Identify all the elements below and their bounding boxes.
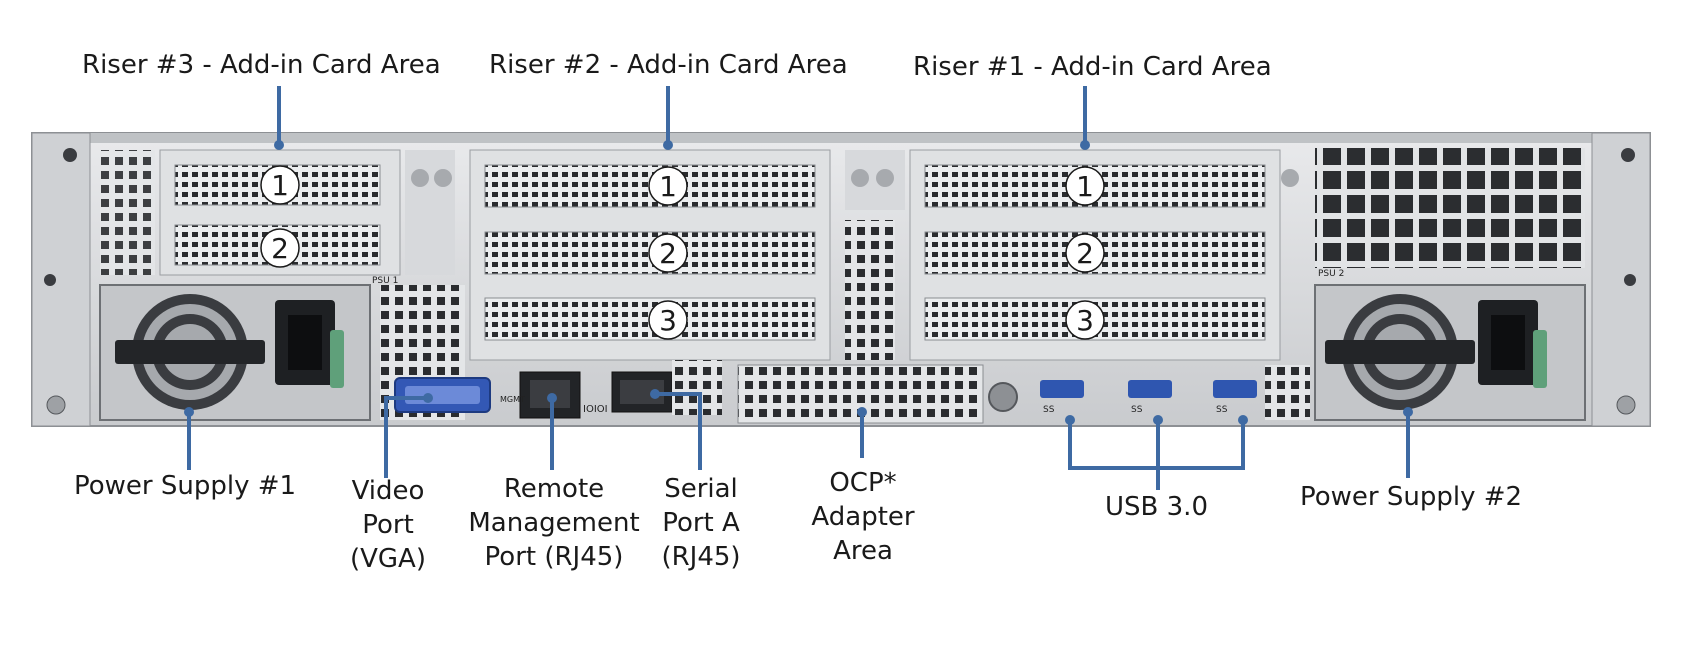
serial-port-a-label: Serial Port A (RJ45) (648, 472, 754, 574)
power-supply-2-unit: PSU 2 (1314, 269, 1586, 421)
serial-label-line-1: Serial (664, 474, 738, 504)
mgmt-mark: MGMT (500, 395, 525, 404)
serial-label-line-2: Port A (662, 508, 740, 538)
serial-label-line-3: (RJ45) (661, 542, 741, 572)
ocp-label-line-1: OCP* (829, 468, 897, 498)
riser-2-slot-2: 2 (659, 237, 677, 270)
rmm-label-line-3: Port (RJ45) (484, 542, 624, 572)
riser-2-slot-1: 1 (659, 170, 677, 203)
slot-markers: 1 2 1 2 3 1 2 3 (260, 165, 1105, 340)
riser-2-slot-3: 3 (659, 304, 677, 337)
riser-3-slot-2: 2 (271, 232, 289, 265)
psu-2-mark: PSU 2 (1318, 269, 1344, 279)
psu-2-grill (1315, 148, 1585, 268)
riser-1-slot-1: 1 (1076, 170, 1094, 203)
serial-glyph: IOIOI (583, 404, 608, 415)
video-port-label-line-1: Video (351, 476, 425, 506)
usb-ss-mark-3: SS (1216, 405, 1228, 415)
riser-1-slot-3: 3 (1076, 304, 1094, 337)
usb-ss-mark-2: SS (1131, 405, 1143, 415)
rmm-label-line-2: Management (468, 508, 640, 538)
riser-1-slot-2: 2 (1076, 237, 1094, 270)
usb-port-3 (1213, 380, 1257, 398)
power-supply-2-label: Power Supply #2 (1300, 482, 1523, 512)
usb-port-1 (1040, 380, 1084, 398)
video-port-label: Video Port (VGA) (340, 474, 436, 576)
remote-management-port-label: Remote Management Port (RJ45) (466, 472, 642, 574)
video-port-label-line-3: (VGA) (349, 544, 426, 574)
io-panel: MGMT IOIOI SS SS SS (380, 285, 1310, 424)
rmm-label-line-1: Remote (503, 474, 605, 504)
riser-3-label: Riser #3 - Add-in Card Area (82, 50, 441, 80)
usb-port-2 (1128, 380, 1172, 398)
video-port-label-line-2: Port (362, 510, 414, 540)
callout-lines (184, 86, 1413, 490)
psu-1-mark: PSU 1 (372, 276, 398, 286)
riser-3-slot-1: 1 (271, 169, 289, 202)
ocp-adapter-area-label: OCP* Adapter Area (808, 466, 918, 568)
riser-2-label: Riser #2 - Add-in Card Area (489, 50, 848, 80)
ocp-label-line-3: Area (833, 536, 893, 566)
power-supply-1-unit: PSU 1 (99, 276, 398, 421)
usb-ss-mark-1: SS (1043, 405, 1055, 415)
power-supply-1-label: Power Supply #1 (74, 471, 297, 501)
riser-1-label: Riser #1 - Add-in Card Area (913, 52, 1272, 82)
ocp-label-line-2: Adapter (811, 502, 915, 532)
usb-3-label: USB 3.0 (1105, 492, 1208, 522)
